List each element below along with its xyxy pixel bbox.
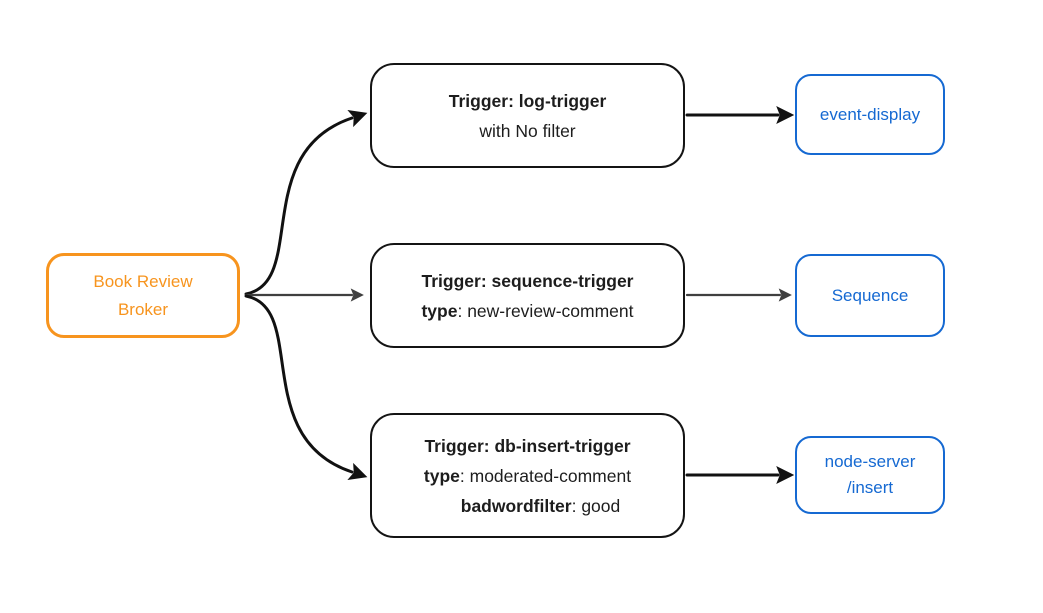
broker-node: Book Review Broker [46,253,240,338]
sink-label: event-display [819,104,921,124]
broker-label-line1: Book Review [93,271,193,291]
trigger-filter-line: with No filter [479,120,576,141]
sink-node-sequence: Sequence [795,254,945,337]
arrow-broker-to-log-trigger [244,110,368,296]
trigger-title: Trigger: db-insert-trigger [424,435,631,456]
trigger-node-db-insert-trigger: Trigger: db-insert-trigger type: moderat… [370,413,685,538]
trigger-filter-line-2: badwordfilter: good [460,495,621,516]
sink-label-line2: /insert [846,478,894,497]
broker-label-line2: Broker [117,299,169,319]
trigger-filter-line: type: new-review-comment [421,300,634,321]
sink-label-line1: node-server [824,452,916,471]
trigger-node-sequence-trigger: Trigger: sequence-trigger type: new-revi… [370,243,685,348]
sink-label: Sequence [831,285,909,305]
trigger-node-log-trigger: Trigger: log-trigger with No filter [370,63,685,168]
arrow-broker-to-db-insert-trigger [244,294,368,480]
trigger-title: Trigger: log-trigger [448,90,607,111]
sink-node-event-display: event-display [795,74,945,155]
sink-node-node-server-insert: node-server /insert [795,436,945,514]
trigger-title: Trigger: sequence-trigger [421,270,634,291]
trigger-filter-line: type: moderated-comment [423,465,632,486]
